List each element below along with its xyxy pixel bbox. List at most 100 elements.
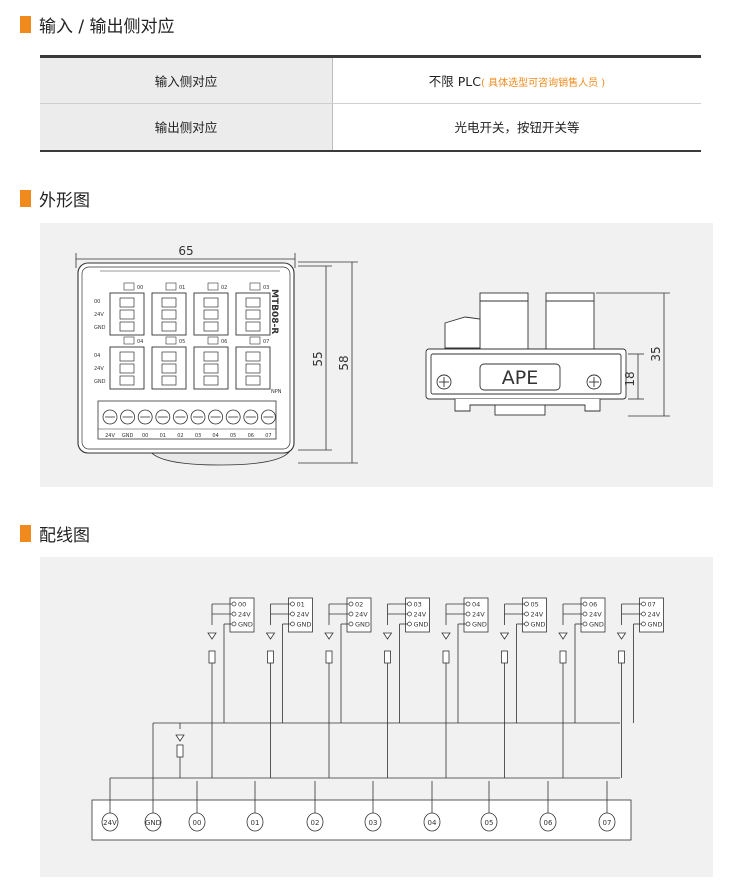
connector-pin bbox=[245, 309, 261, 320]
section-title-wiring: 配线图 bbox=[39, 525, 90, 546]
pin-dot bbox=[231, 601, 237, 607]
terminal-label: 01 bbox=[160, 433, 166, 439]
channel-label: 05 bbox=[179, 339, 185, 345]
terminal-label: 07 bbox=[603, 819, 612, 827]
row-value-text: 不限 PLC bbox=[428, 74, 482, 89]
pin-dot bbox=[582, 601, 588, 607]
pin-dot bbox=[290, 611, 295, 617]
channel-led bbox=[249, 336, 261, 345]
section-outline-header: 外形图 bbox=[20, 186, 90, 211]
side-label: 24V bbox=[94, 366, 104, 372]
pin-label: 24V bbox=[472, 611, 485, 619]
pin-label: GND bbox=[414, 621, 429, 629]
side-label: GND bbox=[94, 379, 106, 385]
channel-led bbox=[123, 282, 135, 291]
connector-pin bbox=[119, 309, 135, 320]
pin-label: 06 bbox=[589, 601, 597, 609]
connector-pin bbox=[203, 321, 219, 332]
pin-label: 04 bbox=[472, 601, 480, 609]
pin-dot bbox=[582, 621, 588, 627]
channel-led bbox=[123, 336, 135, 345]
terminal-label: 02 bbox=[177, 433, 183, 439]
pin-label: GND bbox=[355, 621, 370, 629]
resistor-symbol bbox=[176, 744, 184, 758]
pin-dot bbox=[407, 611, 412, 617]
pin-dot bbox=[641, 611, 646, 617]
side-label: 00 bbox=[94, 299, 100, 305]
io-spec-table: 输入侧对应 不限 PLC( 具体选型可咨询销售人员 ) 输出侧对应 光电开关，按… bbox=[40, 55, 701, 152]
pin-dot bbox=[290, 621, 295, 627]
pin-dot bbox=[407, 601, 412, 607]
pin-label: GND bbox=[589, 621, 604, 629]
side-label: 04 bbox=[94, 353, 100, 359]
pin-label: GND bbox=[238, 621, 253, 629]
diode-symbol bbox=[558, 632, 568, 640]
terminal-label: 00 bbox=[142, 433, 148, 439]
pin-dot bbox=[348, 601, 354, 607]
connector-pin bbox=[119, 363, 135, 374]
pin-label: 00 bbox=[238, 601, 246, 609]
terminal-label: 05 bbox=[230, 433, 236, 439]
connector-pin bbox=[161, 321, 177, 332]
diode-symbol bbox=[175, 734, 185, 742]
resistor-symbol bbox=[208, 650, 216, 664]
corner-label: NPN bbox=[271, 389, 282, 395]
terminal-label: 07 bbox=[265, 433, 271, 439]
connector-pin bbox=[119, 321, 135, 332]
pin-label: 01 bbox=[297, 601, 305, 609]
row-value: 光电开关，按钮开关等 bbox=[332, 103, 701, 152]
row-value: 不限 PLC( 具体选型可咨询销售人员 ) bbox=[332, 55, 701, 104]
terminal-label: 06 bbox=[248, 433, 254, 439]
terminal-label: 04 bbox=[428, 819, 437, 827]
resistor-symbol bbox=[618, 650, 625, 664]
pin-label: GND bbox=[297, 621, 312, 629]
terminal-label: GND bbox=[122, 433, 134, 439]
side-label: 24V bbox=[94, 312, 104, 318]
section-marker bbox=[20, 524, 31, 542]
dim-depth: 35 bbox=[649, 346, 663, 361]
connector-pin bbox=[161, 375, 177, 386]
pin-dot bbox=[231, 611, 237, 617]
resistor-symbol bbox=[442, 650, 450, 664]
diode-symbol bbox=[324, 632, 334, 640]
section-title-io: 输入 / 输出侧对应 bbox=[39, 16, 175, 37]
pin-label: 05 bbox=[531, 601, 539, 609]
section-marker bbox=[20, 189, 31, 207]
connector-pin bbox=[245, 321, 261, 332]
pin-dot bbox=[465, 601, 471, 607]
connector-pin bbox=[119, 351, 135, 362]
channel-led bbox=[249, 282, 261, 291]
resistor-symbol bbox=[267, 650, 274, 664]
terminal-label: 02 bbox=[311, 819, 320, 827]
pin-label: GND bbox=[472, 621, 487, 629]
dim-height-outer: 58 bbox=[337, 355, 351, 370]
pin-dot bbox=[348, 611, 354, 617]
connector-pin bbox=[203, 375, 219, 386]
terminal-label: GND bbox=[145, 819, 161, 827]
connector-pin bbox=[161, 297, 177, 308]
section-marker bbox=[20, 15, 31, 33]
table-row: 输入侧对应 不限 PLC( 具体选型可咨询销售人员 ) bbox=[40, 55, 701, 104]
connector-pin bbox=[245, 351, 261, 362]
terminal-label: 24V bbox=[105, 433, 115, 439]
connector-pin bbox=[161, 363, 177, 374]
terminal-label: 24V bbox=[103, 819, 117, 827]
resistor-symbol bbox=[501, 650, 508, 664]
pin-dot bbox=[524, 621, 529, 627]
pin-dot bbox=[465, 621, 471, 627]
connector-pin bbox=[245, 363, 261, 374]
section-title-outline: 外形图 bbox=[39, 190, 90, 211]
pin-dot bbox=[524, 601, 529, 607]
terminal-label: 03 bbox=[195, 433, 201, 439]
model-label: MTB08-R bbox=[269, 289, 279, 334]
pin-dot bbox=[465, 611, 471, 617]
row-label: 输入侧对应 bbox=[40, 55, 333, 104]
channel-led bbox=[165, 336, 177, 345]
diode-symbol bbox=[207, 632, 217, 640]
pin-dot bbox=[641, 621, 646, 627]
section-wiring-header: 配线图 bbox=[20, 521, 90, 546]
